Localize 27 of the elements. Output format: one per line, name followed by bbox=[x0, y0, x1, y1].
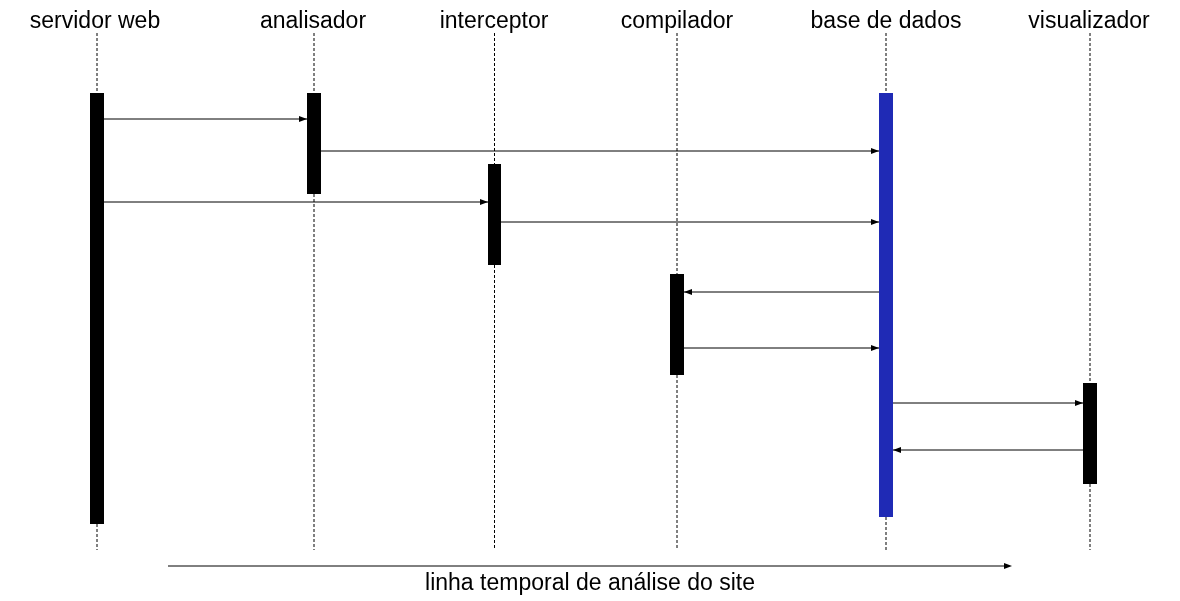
message-arrow bbox=[683, 289, 880, 295]
timeline-label: linha temporal de análise do site bbox=[425, 568, 755, 596]
lifeline bbox=[313, 32, 315, 94]
lifeline-title: visualizador bbox=[1028, 7, 1150, 33]
message-arrow bbox=[500, 219, 880, 225]
activation-bar bbox=[670, 274, 684, 375]
lifeline-title: interceptor bbox=[439, 7, 549, 33]
message-arrow bbox=[892, 447, 1084, 453]
activation-bar bbox=[488, 164, 501, 265]
message-arrow bbox=[103, 199, 489, 205]
activation-bar bbox=[307, 93, 321, 194]
activation-bar bbox=[879, 93, 893, 517]
lifeline-title: compilador bbox=[620, 7, 734, 33]
message-arrow bbox=[103, 116, 308, 122]
lifeline bbox=[494, 32, 495, 165]
message-arrow bbox=[683, 345, 880, 351]
lifeline-title: analisador bbox=[259, 7, 367, 33]
lifeline bbox=[96, 32, 98, 94]
lifeline-title: base de dados bbox=[810, 7, 962, 33]
lifeline-title: servidor web bbox=[29, 7, 161, 33]
activation-bar bbox=[1083, 383, 1097, 484]
message-arrow bbox=[892, 400, 1084, 406]
lifeline bbox=[885, 32, 887, 94]
lifeline bbox=[676, 32, 678, 275]
message-arrow bbox=[320, 148, 880, 154]
lifeline bbox=[1089, 32, 1091, 384]
activation-bar bbox=[90, 93, 104, 524]
